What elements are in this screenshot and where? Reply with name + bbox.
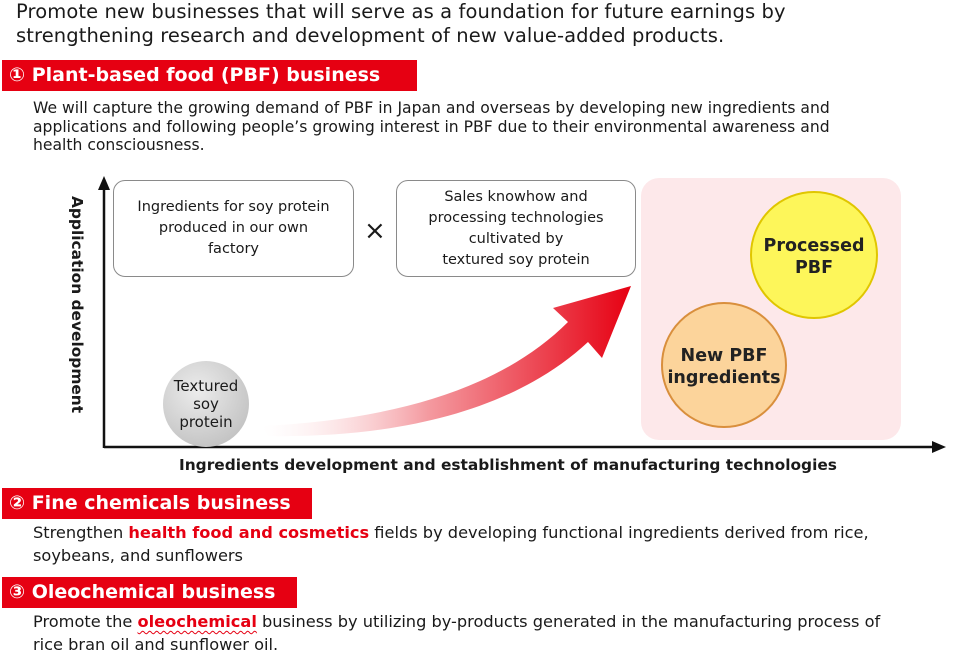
box2-line-2: processing technologies: [428, 209, 604, 226]
section2-title-bar: ② Fine chemicals business: [2, 488, 312, 519]
section3-highlight: oleochemical: [137, 612, 257, 631]
section1-desc-line-2: applications and following people’s grow…: [33, 117, 830, 136]
processed-pbf-label: Processed PBF: [752, 235, 876, 279]
own-factory-ingredients-box: Ingredients for soy protein produced in …: [113, 180, 354, 277]
y-axis-label: Application development: [68, 196, 86, 414]
box1-line-3: factory: [207, 241, 260, 257]
textured-soy-protein-circle: [163, 361, 249, 447]
new-pbf-ingredients-label: New PBF ingredients: [662, 345, 786, 389]
section3-title-bar: ③ Oleochemical business: [2, 577, 297, 608]
section3-desc-pre: Promote the: [33, 612, 138, 631]
box1-line-2: produced in our own: [158, 220, 309, 236]
intro-text: Promote new businesses that will serve a…: [16, 0, 961, 48]
growth-arrow: [262, 286, 631, 437]
textured-soy-protein-label: Textured soy protein: [160, 377, 252, 431]
box1-line-1: Ingredients for soy protein: [137, 199, 330, 215]
intro-line-1: Promote new businesses that will serve a…: [16, 0, 786, 23]
processed-pbf-line-2: PBF: [794, 258, 834, 278]
multiply-symbol: ×: [364, 216, 386, 246]
intro-line-2: strengthening research and development o…: [16, 24, 725, 47]
new-pbf-line-1: New PBF: [680, 346, 768, 366]
new-pbf-ingredients-circle: [661, 302, 787, 428]
start-line-2: soy: [193, 395, 219, 413]
section3-title: ③ Oleochemical business: [9, 581, 276, 603]
section3-description: Promote the oleochemical business by uti…: [33, 610, 968, 656]
section3-desc-line-1: Promote the oleochemical business by uti…: [33, 610, 968, 633]
section2-desc-pre: Strengthen: [33, 523, 129, 542]
section2-desc-line-1: Strengthen health food and cosmetics fie…: [33, 521, 968, 544]
box2-line-4: textured soy protein: [442, 251, 590, 268]
sales-knowhow-box: Sales knowhow and processing technologie…: [396, 180, 636, 277]
x-axis-label: Ingredients development and establishmen…: [179, 456, 837, 474]
start-line-1: Textured: [173, 377, 239, 395]
box2-line-1: Sales knowhow and: [444, 188, 588, 205]
section2-desc-post: fields by developing functional ingredie…: [369, 523, 869, 542]
section1-title-bar: ① Plant-based food (PBF) business: [2, 60, 417, 91]
processed-pbf-line-1: Processed: [763, 236, 865, 256]
box2-line-3: cultivated by: [468, 230, 564, 247]
y-axis-arrowhead: [98, 176, 110, 190]
x-axis-arrowhead: [932, 441, 946, 453]
section2-highlight: health food and cosmetics: [128, 523, 370, 542]
section2-description: Strengthen health food and cosmetics fie…: [33, 521, 968, 567]
start-line-3: protein: [179, 413, 233, 431]
section1-desc-line-1: We will capture the growing demand of PB…: [33, 99, 830, 117]
section3-desc-line-2: rice bran oil and sunflower oil.: [33, 635, 279, 654]
section1-description: We will capture the growing demand of PB…: [33, 99, 968, 155]
section2-desc-line-2: soybeans, and sunflowers: [33, 546, 243, 565]
section1-desc-line-3: health consciousness.: [33, 136, 205, 154]
section2-title: ② Fine chemicals business: [9, 492, 291, 514]
new-pbf-line-2: ingredients: [667, 368, 781, 388]
section1-title: ① Plant-based food (PBF) business: [9, 64, 381, 86]
processed-pbf-circle: [750, 191, 878, 319]
section3-desc-post: business by utilizing by-products genera…: [256, 612, 881, 631]
